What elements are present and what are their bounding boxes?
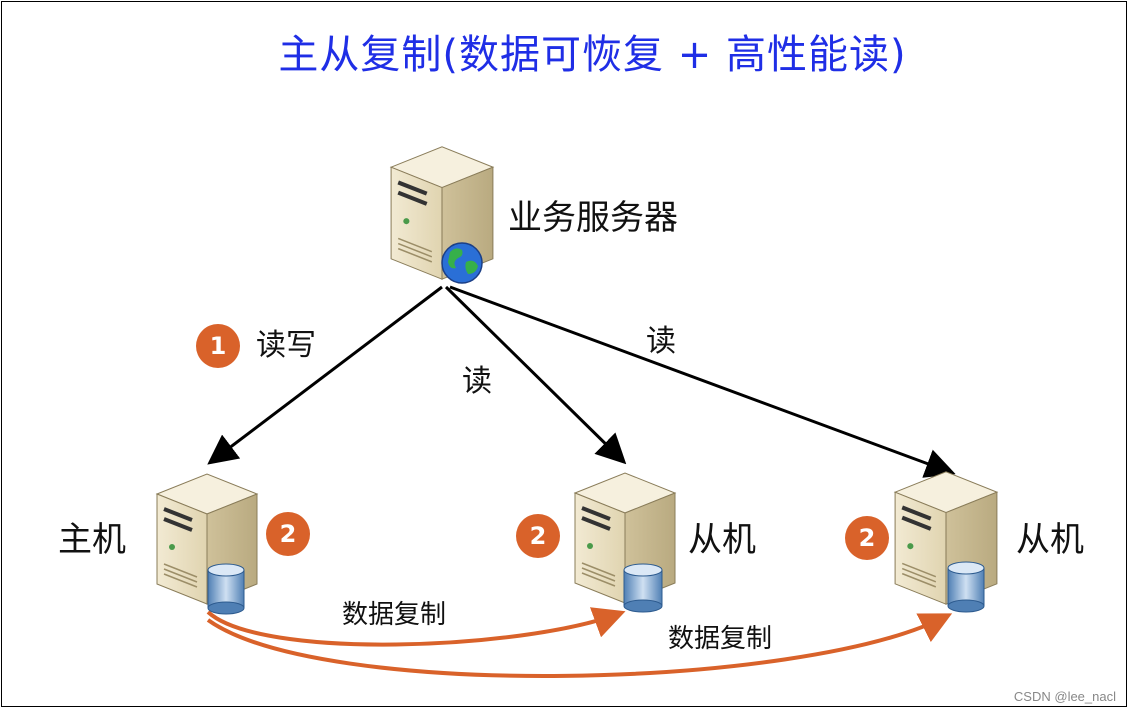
master-label: 主机	[58, 520, 126, 560]
step-badge-2-slave2: 2	[845, 516, 889, 560]
watermark: CSDN @lee_nacl	[1013, 689, 1116, 704]
step-badge-1: 1	[196, 324, 240, 368]
slave1-label: 从机	[688, 520, 756, 560]
slave1-database-icon	[623, 563, 663, 613]
step-badge-2-master: 2	[266, 512, 310, 556]
edge-copy-slave1	[206, 607, 626, 647]
master-database-icon	[207, 563, 245, 615]
diagram-title: 主从复制(数据可恢复 + 高性能读)	[278, 32, 907, 78]
edge-label-read-slave1: 读	[462, 364, 492, 399]
slave2-database-icon	[947, 561, 985, 613]
business-server-label: 业务服务器	[508, 198, 678, 238]
edge-read-write	[207, 285, 443, 465]
edge-read-slave1	[444, 285, 627, 465]
edge-label-copy-slave1: 数据复制	[342, 600, 447, 630]
edge-label-read-write: 读写	[256, 328, 316, 363]
edge-label-read-slave2: 读	[646, 324, 676, 359]
edge-copy-slave2	[206, 613, 953, 678]
slave2-label: 从机	[1016, 520, 1084, 560]
globe-icon	[441, 242, 483, 284]
edge-label-copy-slave2: 数据复制	[668, 624, 773, 654]
edge-read-slave2	[449, 285, 956, 478]
step-badge-2-slave1: 2	[516, 514, 560, 558]
